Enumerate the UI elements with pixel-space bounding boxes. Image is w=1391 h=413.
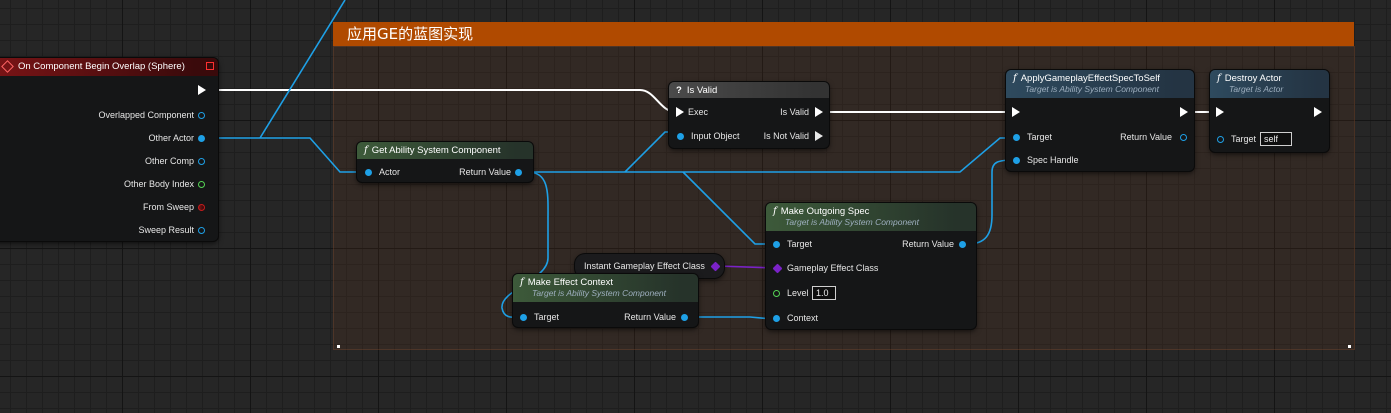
pin-label: Target bbox=[1027, 132, 1053, 142]
comment-title[interactable]: 应用GE的蓝图实现 bbox=[333, 22, 1354, 46]
pin-label: Sweep Result bbox=[138, 225, 194, 235]
target-pin[interactable] bbox=[1217, 136, 1224, 143]
pin-label: Target bbox=[787, 239, 813, 249]
object-wire bbox=[967, 159, 1015, 245]
gameplay-effect-class-pin[interactable] bbox=[772, 263, 783, 274]
target-pin[interactable] bbox=[520, 314, 527, 321]
target-pin[interactable] bbox=[1013, 134, 1020, 141]
pin-label: Overlapped Component bbox=[98, 110, 194, 120]
pin-label: Return Value bbox=[1120, 132, 1172, 142]
is-not-valid-exec-pin[interactable] bbox=[815, 131, 823, 141]
actor-input-pin[interactable] bbox=[365, 169, 372, 176]
exec-out-pin[interactable] bbox=[1314, 107, 1322, 117]
exec-in-pin[interactable] bbox=[1012, 107, 1020, 117]
pin-label: Input Object bbox=[691, 131, 740, 141]
pin-label: Is Not Valid bbox=[763, 131, 809, 141]
exec-in-pin[interactable] bbox=[1216, 107, 1224, 117]
other-comp-pin[interactable] bbox=[198, 158, 205, 165]
return-value-pin[interactable] bbox=[681, 314, 688, 321]
other-body-index-pin[interactable] bbox=[198, 181, 205, 188]
other-actor-pin[interactable] bbox=[198, 135, 205, 142]
input-object-pin[interactable] bbox=[677, 133, 684, 140]
return-value-pin[interactable] bbox=[1180, 134, 1187, 141]
function-icon: f bbox=[364, 145, 368, 156]
node-title: Make Outgoing Spec bbox=[780, 206, 870, 217]
return-value-pin[interactable] bbox=[959, 241, 966, 248]
context-pin[interactable] bbox=[773, 315, 780, 322]
from-sweep-pin[interactable] bbox=[198, 204, 205, 211]
exec-in-pin[interactable] bbox=[676, 107, 684, 117]
pin-label: Return Value bbox=[624, 312, 676, 322]
node-subtitle: Target is Ability System Component bbox=[1025, 84, 1160, 94]
event-icon bbox=[1, 60, 14, 73]
node-title: Is Valid bbox=[686, 85, 718, 96]
object-wire bbox=[690, 316, 773, 320]
is-valid-exec-pin[interactable] bbox=[815, 107, 823, 117]
event-node-begin-overlap[interactable]: On Component Begin Overlap (Sphere) Over… bbox=[0, 58, 218, 241]
variable-label: Instant Gameplay Effect Class bbox=[584, 261, 705, 271]
comment-resize-handle[interactable] bbox=[337, 345, 340, 348]
target-self-field[interactable]: self bbox=[1260, 132, 1292, 146]
overlapped-component-pin[interactable] bbox=[198, 112, 205, 119]
level-value-field[interactable]: 1.0 bbox=[812, 286, 836, 300]
pin-label: From Sweep bbox=[142, 202, 194, 212]
sweep-result-pin[interactable] bbox=[198, 227, 205, 234]
pin-label: Gameplay Effect Class bbox=[787, 263, 879, 273]
node-subtitle: Target is Ability System Component bbox=[785, 217, 920, 227]
pin-label: Return Value bbox=[902, 239, 954, 249]
pin-label: Actor bbox=[379, 167, 401, 177]
node-title: Destroy Actor bbox=[1224, 73, 1282, 84]
event-title: On Component Begin Overlap (Sphere) bbox=[18, 61, 185, 72]
return-value-pin[interactable] bbox=[515, 169, 522, 176]
level-pin[interactable] bbox=[773, 290, 780, 297]
node-title: ApplyGameplayEffectSpecToSelf bbox=[1020, 73, 1160, 84]
pin-label: Exec bbox=[688, 107, 709, 117]
object-wire bbox=[212, 137, 364, 173]
class-output-pin[interactable] bbox=[710, 261, 721, 272]
object-wire bbox=[259, 0, 346, 139]
pin-label: Other Actor bbox=[148, 133, 194, 143]
comment-resize-handle[interactable] bbox=[1348, 345, 1351, 348]
exec-out-pin[interactable] bbox=[1180, 107, 1188, 117]
function-icon: f bbox=[520, 277, 524, 288]
pin-label: Other Comp bbox=[144, 156, 194, 166]
pin-label: Level bbox=[787, 288, 809, 298]
function-icon: f bbox=[1217, 73, 1221, 84]
function-icon: f bbox=[1013, 73, 1017, 84]
node-title: Make Effect Context bbox=[527, 277, 614, 288]
spec-handle-pin[interactable] bbox=[1013, 157, 1020, 164]
pin-label: Return Value bbox=[459, 167, 511, 177]
node-is-valid[interactable]: ? Is Valid Exec Is Valid Input Object Is … bbox=[669, 82, 829, 148]
exec-wire bbox=[212, 89, 677, 113]
function-icon: f bbox=[773, 206, 777, 217]
exec-out-pin[interactable] bbox=[198, 85, 206, 95]
node-subtitle: Target is Ability System Component bbox=[532, 288, 667, 298]
pin-label: Context bbox=[787, 313, 819, 323]
pin-label: Spec Handle bbox=[1027, 155, 1079, 165]
object-wire bbox=[682, 171, 772, 245]
pin-label: Is Valid bbox=[780, 107, 809, 117]
question-icon: ? bbox=[676, 85, 682, 96]
target-pin[interactable] bbox=[773, 241, 780, 248]
pin-label: Other Body Index bbox=[123, 179, 194, 189]
node-subtitle: Target is Actor bbox=[1229, 84, 1284, 94]
node-title: Get Ability System Component bbox=[371, 145, 501, 156]
delegate-pin-icon[interactable] bbox=[206, 62, 214, 70]
pin-label: Target bbox=[534, 312, 560, 322]
pin-label: Target bbox=[1231, 134, 1257, 144]
